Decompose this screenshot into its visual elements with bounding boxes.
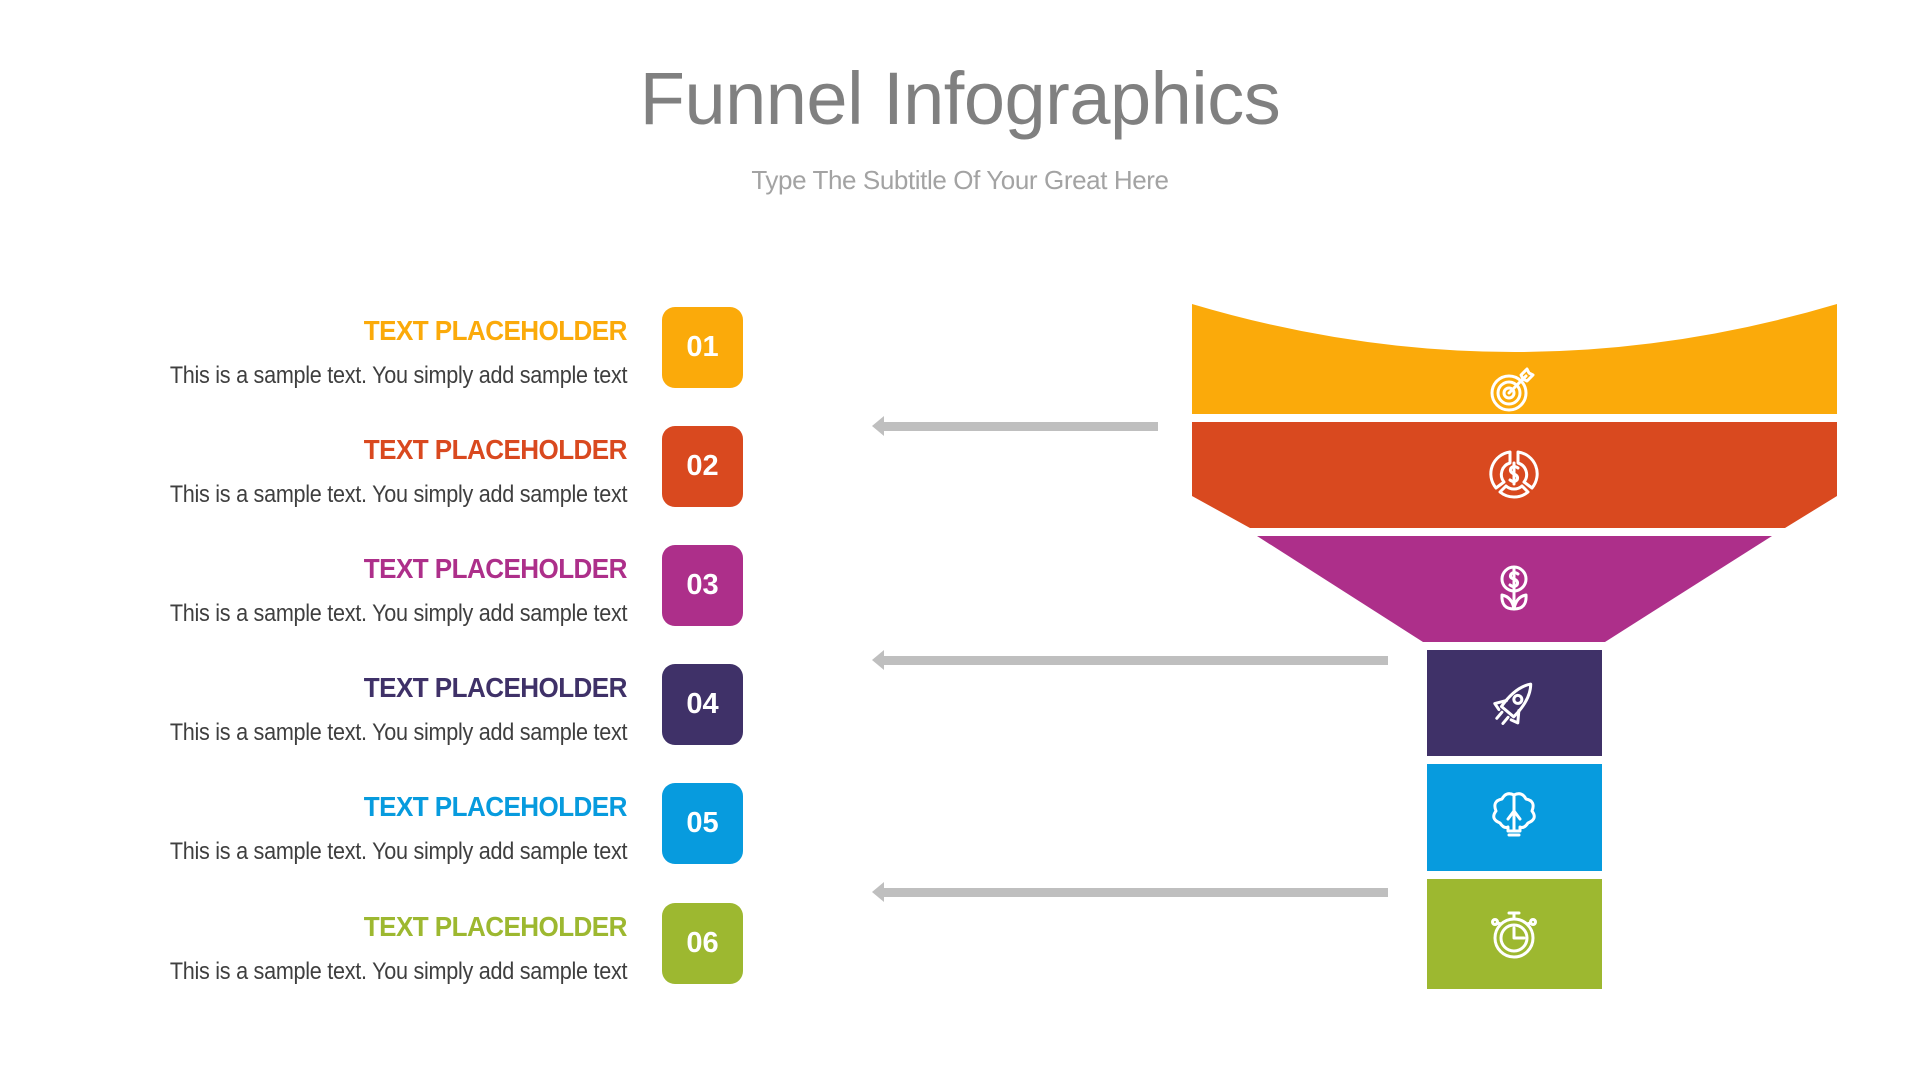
- item-number-badge: 05: [662, 783, 743, 864]
- arrow-left-icon: [872, 650, 1388, 670]
- item-number-badge: 03: [662, 545, 743, 626]
- item-number-badge: 04: [662, 664, 743, 745]
- list-item-03: TEXT PLACEHOLDER This is a sample text. …: [0, 545, 760, 627]
- item-description: This is a sample text. You simply add sa…: [169, 600, 628, 627]
- list-item-01: TEXT PLACEHOLDER This is a sample text. …: [0, 307, 760, 389]
- slide-title: Funnel Infographics: [639, 57, 1281, 140]
- item-heading: TEXT PLACEHOLDER: [363, 672, 628, 703]
- item-description: This is a sample text. You simply add sa…: [169, 481, 628, 508]
- item-heading: TEXT PLACEHOLDER: [363, 553, 628, 584]
- arrow-left-icon: [872, 416, 1158, 436]
- money-plant-icon: [1500, 565, 1528, 611]
- item-description: This is a sample text. You simply add sa…: [169, 958, 628, 985]
- list-item-05: TEXT PLACEHOLDER This is a sample text. …: [0, 783, 760, 865]
- item-heading: TEXT PLACEHOLDER: [363, 315, 628, 346]
- item-number-badge: 01: [662, 307, 743, 388]
- rocket-icon: [1493, 682, 1533, 725]
- item-description: This is a sample text. You simply add sa…: [169, 362, 628, 389]
- item-description: This is a sample text. You simply add sa…: [169, 719, 628, 746]
- arrow-left-icon: [872, 882, 1388, 902]
- money-cycle-icon: [1489, 450, 1539, 499]
- item-number-badge: 06: [662, 903, 743, 984]
- item-number-badge: 02: [662, 426, 743, 507]
- list-item-06: TEXT PLACEHOLDER This is a sample text. …: [0, 903, 760, 985]
- funnel-stage-1: [1192, 304, 1837, 414]
- stopwatch-icon: [1491, 911, 1537, 959]
- list-item-04: TEXT PLACEHOLDER This is a sample text. …: [0, 664, 760, 746]
- list-item-02: TEXT PLACEHOLDER This is a sample text. …: [0, 426, 760, 508]
- target-icon: [1490, 367, 1535, 412]
- item-heading: TEXT PLACEHOLDER: [363, 434, 628, 465]
- item-heading: TEXT PLACEHOLDER: [363, 791, 628, 822]
- item-description: This is a sample text. You simply add sa…: [169, 838, 628, 865]
- slide-subtitle: Type The Subtitle Of Your Great Here: [751, 165, 1169, 195]
- brain-bulb-icon: [1492, 792, 1536, 837]
- item-heading: TEXT PLACEHOLDER: [363, 911, 628, 942]
